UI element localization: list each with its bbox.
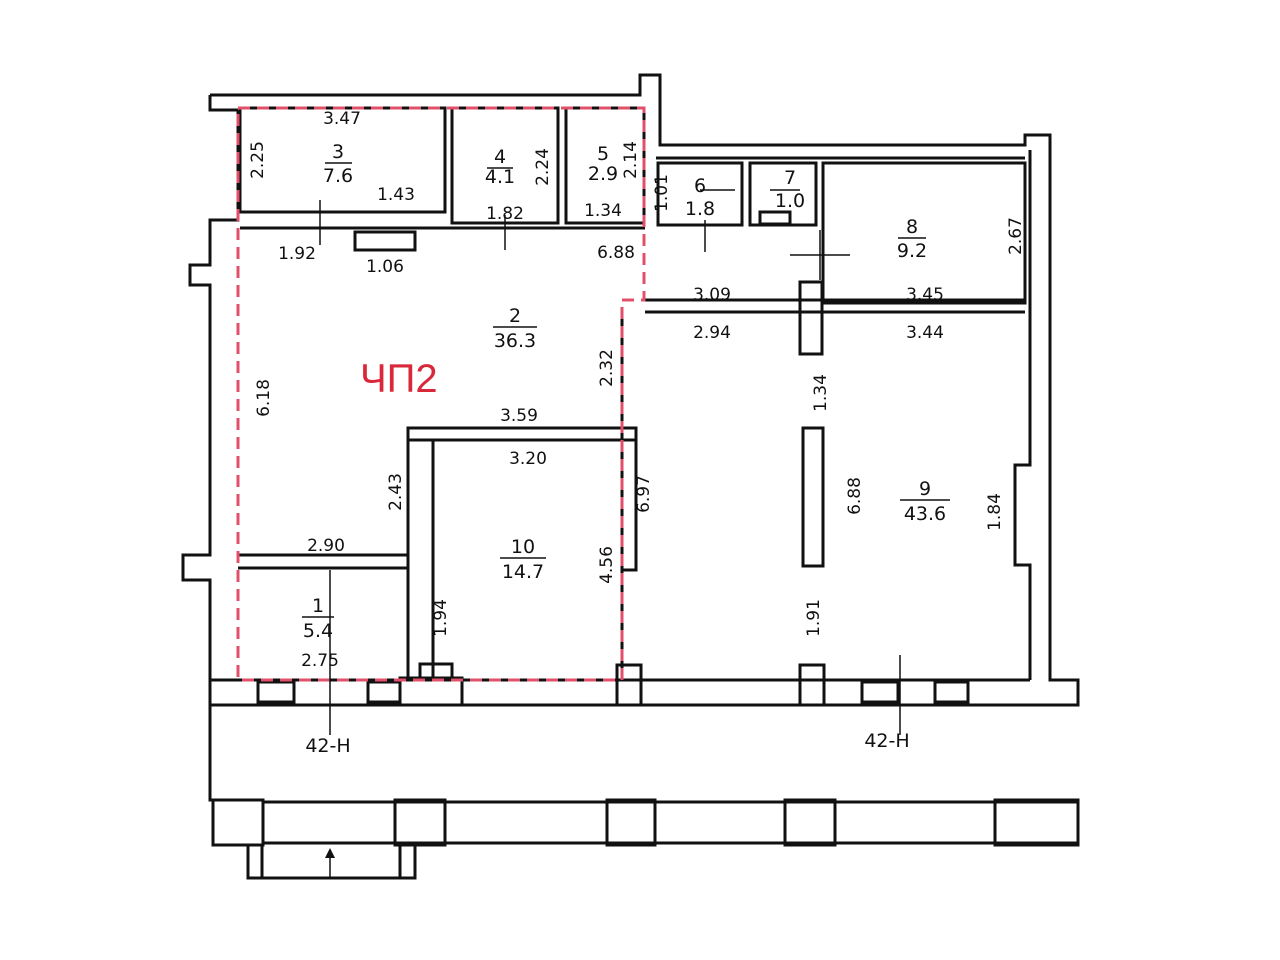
dim-2-14: 2.14	[621, 141, 641, 179]
room-4-area: 4.1	[485, 166, 515, 188]
dim-1-92: 1.92	[278, 244, 316, 264]
room-3-num: 3	[332, 141, 344, 163]
dim-1-34-mid: 1.34	[811, 374, 831, 412]
dim-2-67: 2.67	[1006, 217, 1026, 255]
room-10-num: 10	[511, 536, 535, 558]
dim-1-06: 1.06	[366, 257, 404, 277]
dim-2-90: 2.90	[307, 536, 345, 556]
dim-1-91: 1.91	[804, 599, 824, 637]
dim-6-88-mid: 6.88	[845, 477, 865, 515]
room-7-num: 7	[784, 167, 796, 189]
zone-boundary	[236, 106, 646, 682]
dim-2-32: 2.32	[597, 349, 617, 387]
dim-1-01: 1.01	[652, 174, 672, 212]
room-6-num: 6	[694, 175, 706, 197]
dim-1-94: 1.94	[431, 599, 451, 637]
room-labels: 3 7.6 4 4.1 5 2.9 6 1.8 7 1.0 8 9.2 2 36…	[302, 141, 950, 642]
room-2-area: 36.3	[494, 330, 536, 352]
room-10-area: 14.7	[502, 561, 544, 583]
dim-6-97: 6.97	[634, 475, 654, 513]
room-9-area: 43.6	[904, 503, 946, 525]
room-8-num: 8	[906, 216, 918, 238]
dim-1-43: 1.43	[377, 185, 415, 205]
room-3-area: 7.6	[323, 165, 353, 187]
dim-3-47: 3.47	[323, 109, 361, 129]
dim-2-43: 2.43	[386, 473, 406, 511]
dim-2-24: 2.24	[533, 148, 553, 186]
dimension-labels: 3.47 2.25 1.43 2.24 1.82 2.14 1.34 1.01 …	[248, 109, 1026, 671]
dim-3-59: 3.59	[500, 406, 538, 426]
axis-label-left: 42-Н	[305, 735, 350, 757]
room-1-num: 1	[312, 595, 324, 617]
dim-4-56: 4.56	[597, 546, 617, 584]
dim-2-94: 2.94	[693, 323, 731, 343]
entrance-arrow-icon	[325, 848, 335, 858]
dim-6-88-top: 6.88	[597, 243, 635, 263]
dim-3-20: 3.20	[509, 449, 547, 469]
dim-1-34-top: 1.34	[584, 201, 622, 221]
room-5-area: 2.9	[588, 163, 618, 185]
room-2-num: 2	[509, 305, 521, 327]
dim-3-09: 3.09	[693, 285, 731, 305]
dim-2-25: 2.25	[248, 141, 268, 179]
walls	[181, 73, 1080, 880]
dim-2-75: 2.75	[301, 651, 339, 671]
dim-3-44: 3.44	[906, 323, 944, 343]
room-1-area: 5.4	[303, 620, 333, 642]
dim-1-84: 1.84	[985, 493, 1005, 531]
axis-label-right: 42-Н	[864, 730, 909, 752]
room-7-area: 1.0	[775, 190, 805, 212]
room-6-area: 1.8	[685, 198, 715, 220]
dim-1-82: 1.82	[486, 204, 524, 224]
room-8-area: 9.2	[897, 240, 927, 262]
zone-label: ЧП2	[360, 357, 438, 401]
room-4-num: 4	[494, 146, 506, 168]
dim-6-18: 6.18	[254, 379, 274, 417]
dim-3-45: 3.45	[906, 285, 944, 305]
room-9-num: 9	[919, 478, 931, 500]
room-5-num: 5	[597, 143, 609, 165]
